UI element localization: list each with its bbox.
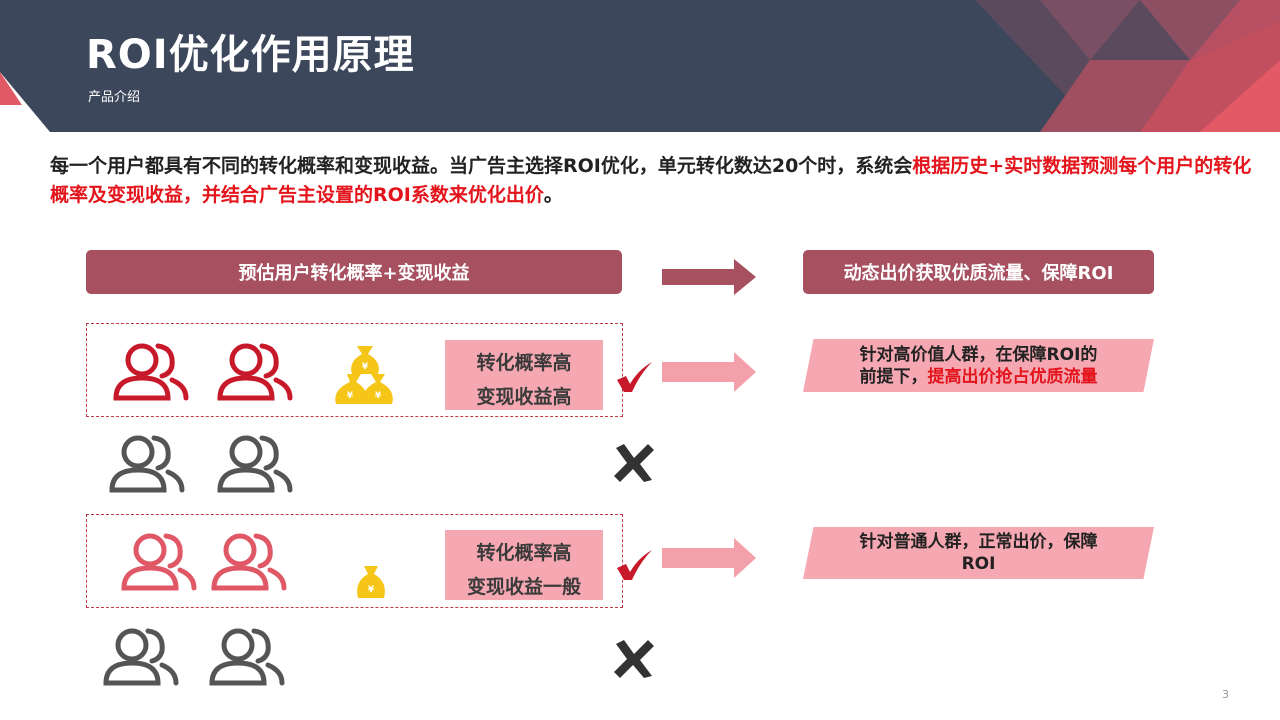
money-symbol: ¥ — [375, 391, 382, 401]
conversion-label: 转化概率高 — [476, 352, 572, 374]
arrow-right-icon — [662, 352, 756, 392]
money-bag-icon: ¥ ¥ ¥ — [335, 346, 393, 404]
page-title: ROI优化作用原理 — [86, 32, 415, 78]
strategy-high-value: 针对高价值人群，在保障ROI的 前提下，提高出价抢占优质流量 — [803, 339, 1154, 392]
user-group-icon — [121, 533, 197, 591]
group1-label-box: 转化概率高 变现收益高 — [445, 340, 603, 410]
intro-text: 每一个用户都具有不同的转化概率和变现收益。当广告主选择ROI优化，单元转化数达2… — [50, 155, 913, 177]
strategy1-line2-highlight: 提高出价抢占优质流量 — [927, 366, 1098, 387]
group3-label-box: 转化概率高 变现收益一般 — [445, 530, 603, 600]
dynamic-bid-bar: 动态出价获取优质流量、保障ROI — [803, 250, 1154, 294]
arrow-right-icon — [662, 538, 756, 578]
header-banner: ROI优化作用原理 产品介绍 — [0, 0, 1280, 132]
user-group-icon — [217, 435, 293, 493]
cross-icon — [614, 640, 654, 678]
conversion-label: 转化概率高 — [476, 542, 572, 564]
money-bag-icon: ¥ — [357, 566, 385, 598]
high-value-group-box — [86, 323, 623, 417]
revenue-label: 变现收益高 — [476, 386, 572, 408]
user-group-icon — [217, 343, 293, 401]
strategy-normal: 针对普通人群，正常出价，保障 ROI — [803, 527, 1154, 579]
page-number: 3 — [1222, 688, 1229, 701]
strategy2-line2: ROI — [961, 554, 996, 574]
user-group-icon — [109, 435, 185, 493]
intro-paragraph: 每一个用户都具有不同的转化概率和变现收益。当广告主选择ROI优化，单元转化数达2… — [50, 152, 1265, 210]
user-group-icon — [209, 628, 285, 686]
header-background — [0, 0, 1280, 132]
intro-highlight: 根据历史+实时数据预测每个用户的转化概率及变现收益，并结合广告主设置的ROI系数… — [50, 155, 1252, 206]
money-symbol: ¥ — [347, 391, 354, 401]
strategy1-line2: 前提下，提高出价抢占优质流量 — [860, 366, 1098, 388]
strategy1-line1: 针对高价值人群，在保障ROI的 — [859, 344, 1098, 365]
revenue-label: 变现收益一般 — [466, 576, 581, 598]
check-icon — [617, 362, 652, 392]
money-symbol: ¥ — [362, 362, 369, 372]
cross-icon — [614, 444, 654, 482]
estimate-bar: 预估用户转化概率+变现收益 — [86, 250, 622, 294]
user-group-icon — [103, 628, 179, 686]
intro-end: 。 — [543, 184, 563, 206]
user-group-icon — [211, 533, 287, 591]
strategy1-line2-text: 前提下， — [859, 366, 928, 387]
normal-value-group-box — [86, 514, 623, 608]
strategy2-line1: 针对普通人群，正常出价，保障 — [859, 532, 1098, 552]
money-symbol: ¥ — [368, 585, 375, 595]
user-group-icon — [113, 343, 189, 401]
arrow-right-icon — [662, 259, 756, 295]
page-subtitle: 产品介绍 — [88, 90, 141, 105]
check-icon — [617, 550, 652, 580]
